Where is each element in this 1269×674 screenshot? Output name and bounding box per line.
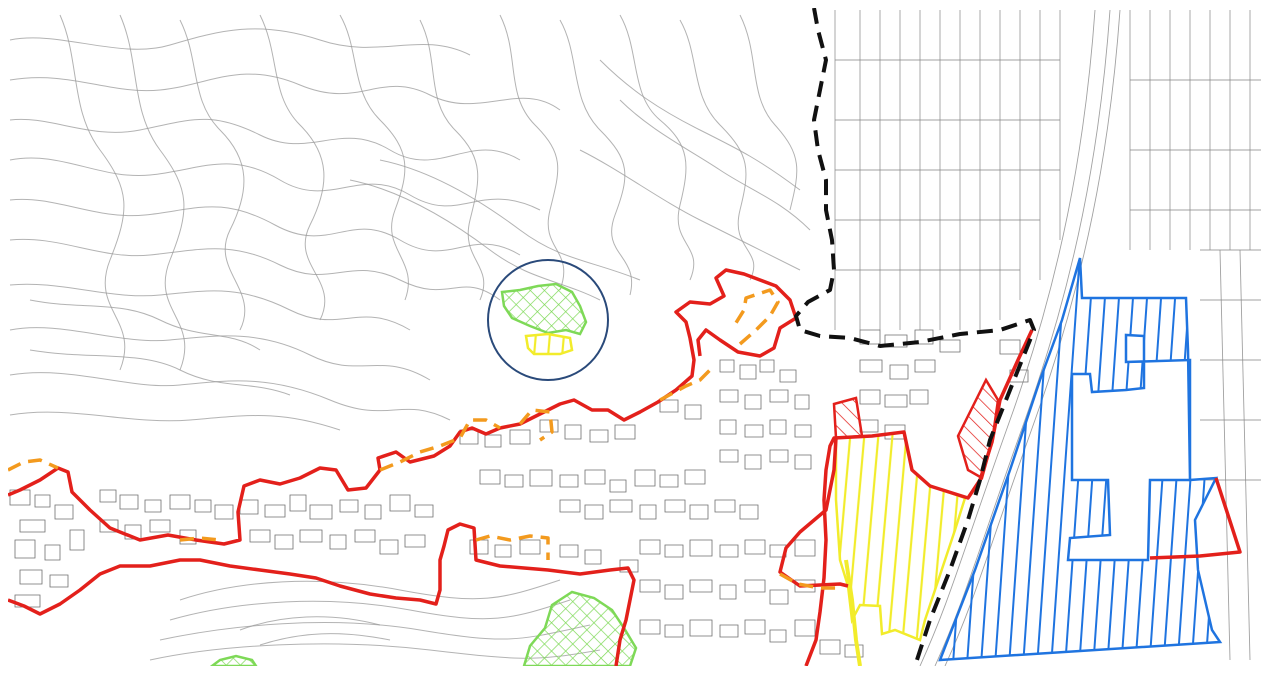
- green-area-north: [500, 282, 588, 336]
- expansion-area: [834, 430, 967, 642]
- industrial-area: [938, 257, 1223, 662]
- urban-fabric: [9, 329, 1029, 658]
- green-area-south: [522, 590, 638, 666]
- proposed-perimeter: [8, 288, 840, 590]
- agricultural-parcels: [834, 9, 1261, 666]
- red-hatched-patch-1: [832, 396, 864, 440]
- contour-lines: [9, 14, 811, 431]
- urban-perimeter-south: [8, 522, 636, 666]
- municipal-boundary: [794, 8, 1036, 666]
- highlight-circle: [487, 259, 609, 381]
- red-hatched-patch-2: [956, 377, 1000, 480]
- map-frame: [8, 8, 1261, 666]
- expansion-area-road: [844, 559, 862, 666]
- yellow-area-small: [524, 332, 574, 356]
- green-areas: [209, 282, 638, 666]
- urban-perimeter-east-branch: [778, 437, 849, 588]
- urban-perimeter-east: [804, 329, 1242, 666]
- green-area-southwest: [209, 654, 258, 666]
